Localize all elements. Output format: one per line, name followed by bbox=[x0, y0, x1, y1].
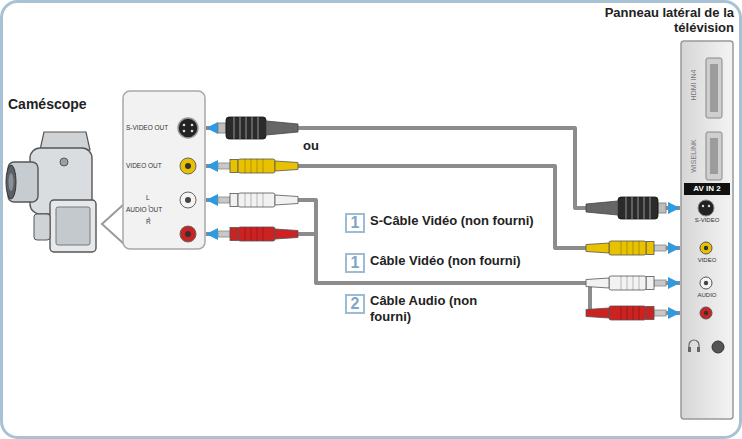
port-label: AUDIO OUT bbox=[126, 206, 162, 213]
audio-plug-red bbox=[218, 227, 298, 241]
device-name: Caméscope bbox=[8, 96, 87, 113]
s-video-plug bbox=[218, 117, 298, 139]
channel-letter: L bbox=[146, 194, 150, 201]
audio-plug-white bbox=[586, 276, 666, 290]
camcorder-panel: S-VIDEO OUT VIDEO OUT L AUDIO OUT R bbox=[122, 90, 206, 250]
video-plug bbox=[586, 241, 666, 255]
or-word: ou bbox=[303, 138, 319, 154]
cable-label: Câble Vidéo (non fourni) bbox=[368, 253, 523, 269]
callout-number: 1 bbox=[345, 253, 365, 273]
video-plug bbox=[218, 159, 298, 173]
port-label: VIDEO bbox=[680, 257, 734, 264]
port-label: HDMI IN4 bbox=[690, 55, 698, 115]
input-tag: AV IN 2 bbox=[684, 183, 730, 195]
port-label: VIDEO OUT bbox=[126, 162, 162, 169]
cable-connector bbox=[206, 166, 680, 248]
audio-plug-white bbox=[218, 193, 298, 207]
callout-number: 1 bbox=[345, 213, 365, 233]
audio-plug-red bbox=[586, 306, 666, 320]
s-video-plug bbox=[586, 197, 666, 219]
camcorder-illustration bbox=[6, 132, 96, 252]
tv-side-panel: Panneau latéral de la télévisionHDMI IN4… bbox=[680, 40, 734, 420]
zoom-arrow bbox=[102, 204, 124, 244]
camcorder-panel-art bbox=[122, 90, 206, 250]
port-label: AUDIO bbox=[680, 292, 734, 299]
channel-letter: R bbox=[146, 218, 151, 225]
tv-panel-art bbox=[680, 40, 734, 420]
cable-label: S-Câble Vidéo (non fourni) bbox=[368, 213, 536, 229]
port-label: S-VIDEO bbox=[680, 217, 734, 224]
port-label: WISELINK bbox=[690, 126, 698, 186]
cable-label: Câble Audio (non fourni) bbox=[368, 293, 484, 324]
panel-heading: Panneau latéral de la télévision bbox=[602, 6, 734, 36]
callout-number: 2 bbox=[345, 294, 365, 314]
port-label: S-VIDEO OUT bbox=[126, 124, 168, 131]
